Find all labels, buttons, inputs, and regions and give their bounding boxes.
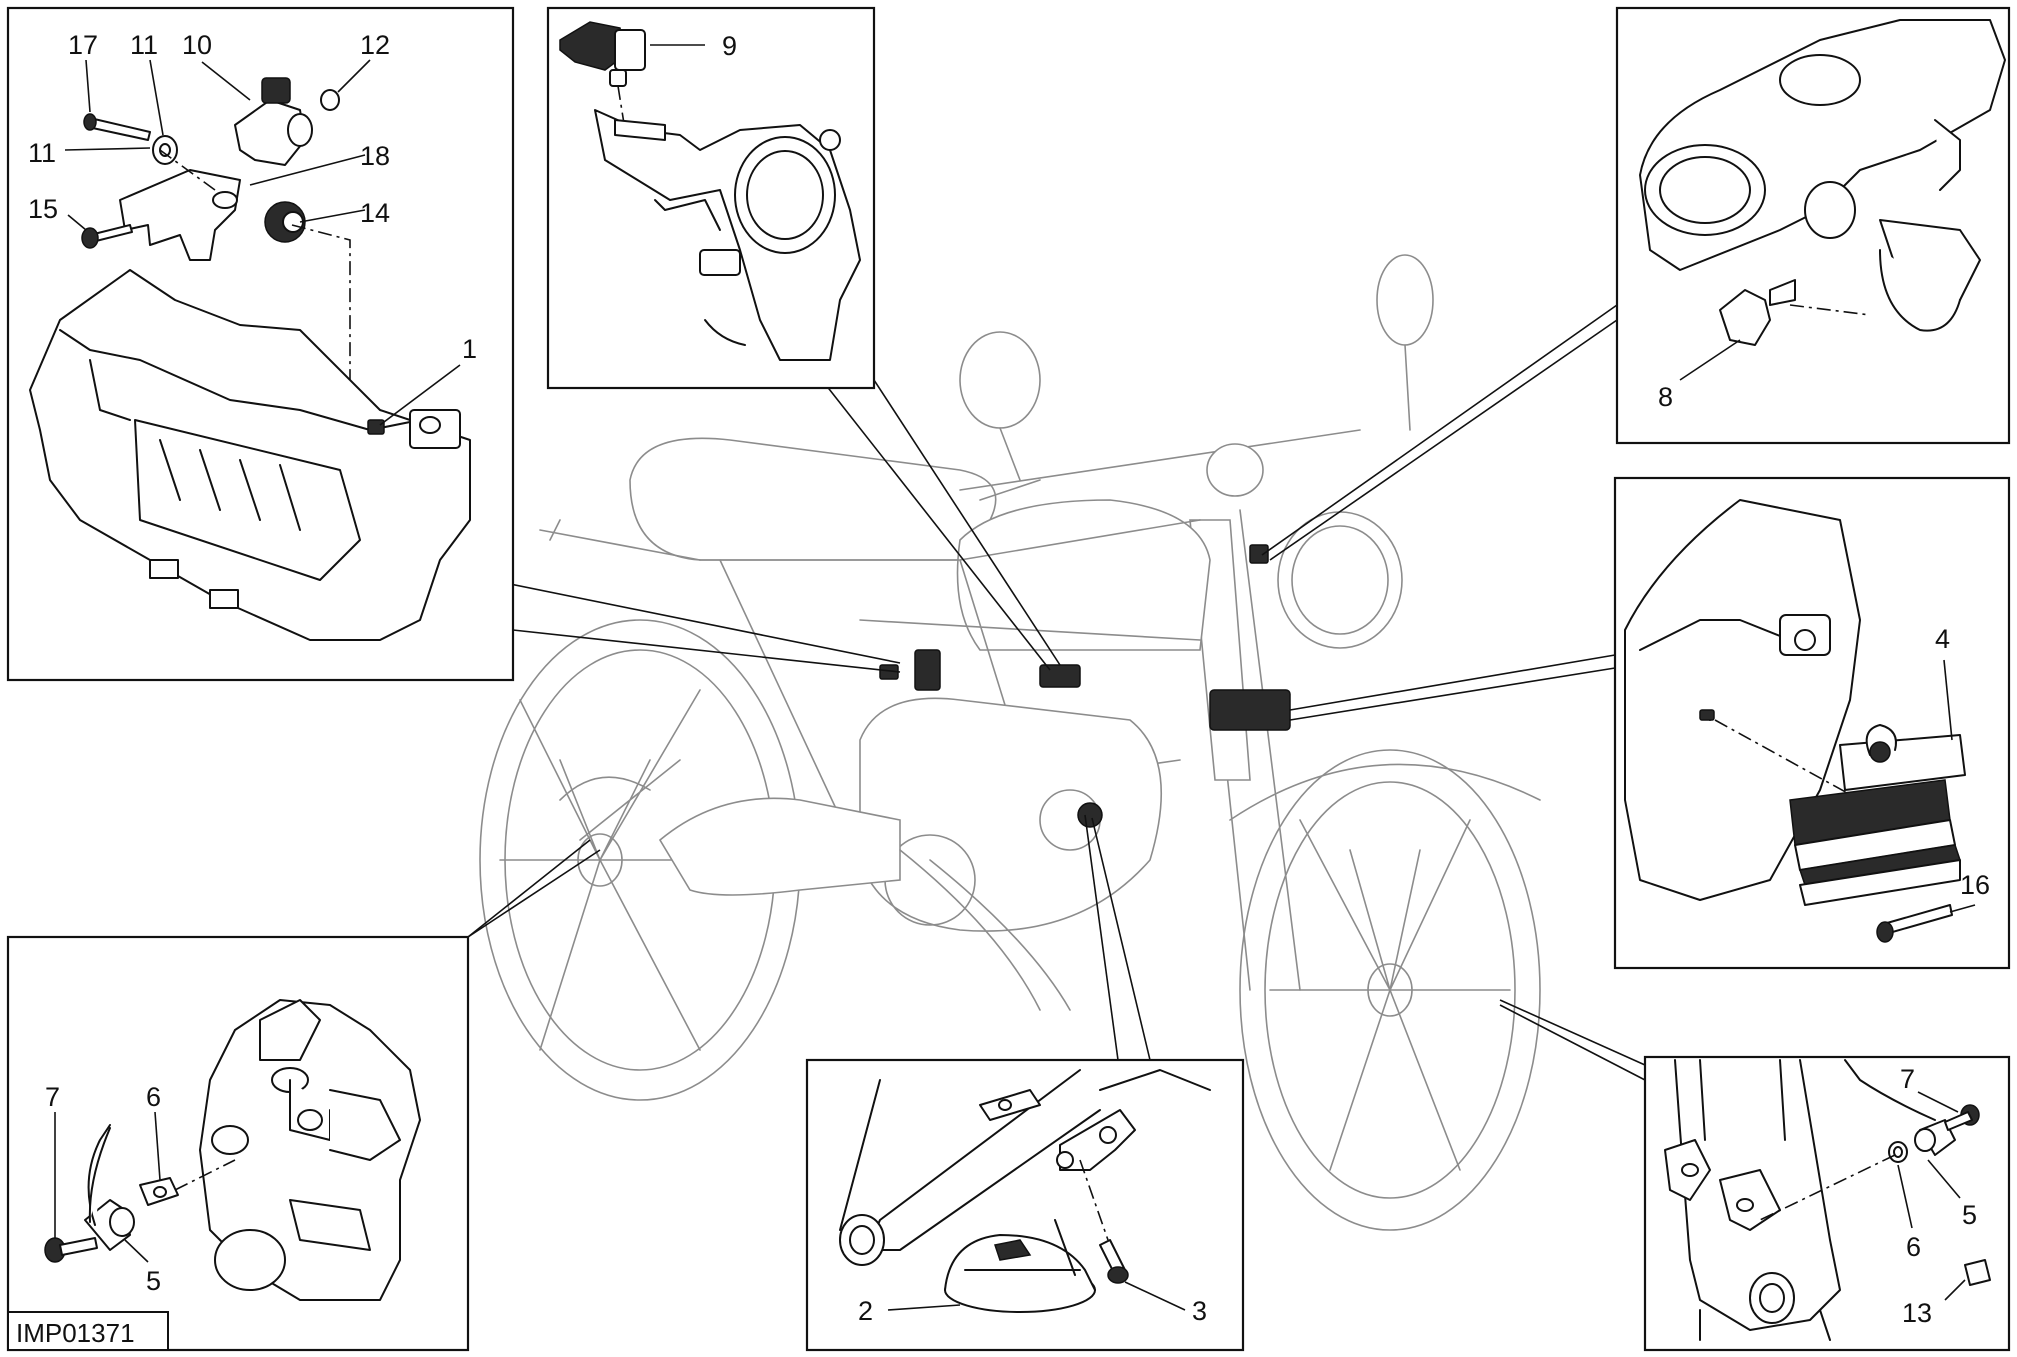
callout-11: 11 xyxy=(28,138,56,168)
motorcycle-illustration xyxy=(479,254,1541,1231)
detail-box-horn: 2 3 xyxy=(805,1058,1245,1352)
detail-box-front-speed-sensor: 7 5 6 13 xyxy=(1643,1055,2011,1352)
callout-6: 6 xyxy=(146,1082,161,1112)
callout-12: 12 xyxy=(360,30,390,60)
callout-18: 18 xyxy=(360,141,390,171)
callout-3: 3 xyxy=(1192,1296,1207,1326)
callout-8: 8 xyxy=(1658,382,1673,412)
box-leader-lines xyxy=(467,304,1646,1081)
callout-16: 16 xyxy=(1960,870,1990,900)
callout-11: 11 xyxy=(130,30,158,60)
callout-5: 5 xyxy=(1962,1200,1977,1230)
callout-7: 7 xyxy=(1900,1064,1915,1094)
callout-6: 6 xyxy=(1906,1232,1921,1262)
callout-2: 2 xyxy=(858,1296,873,1326)
callout-4: 4 xyxy=(1935,624,1950,654)
callout-10: 10 xyxy=(182,30,212,60)
callout-5: 5 xyxy=(146,1266,161,1296)
detail-box-rear-speed-sensor: 7 6 5 IMP01371 xyxy=(6,935,470,1352)
drawing-code: IMP01371 xyxy=(16,1318,135,1348)
detail-box-voltage-regulator: 4 16 xyxy=(1613,476,2011,970)
callout-7: 7 xyxy=(45,1082,60,1112)
callout-9: 9 xyxy=(722,31,737,61)
detail-box-throttle-sensor: 9 xyxy=(546,6,876,390)
callout-1: 1 xyxy=(462,334,477,364)
callout-15: 15 xyxy=(28,194,58,224)
callout-14: 14 xyxy=(360,198,390,228)
callout-17: 17 xyxy=(68,30,98,60)
detail-box-battery-assembly: 17 11 10 12 11 18 15 14 1 xyxy=(6,6,515,682)
callout-13: 13 xyxy=(1902,1298,1932,1328)
detail-box-steering-switch: 8 xyxy=(1615,6,2011,445)
